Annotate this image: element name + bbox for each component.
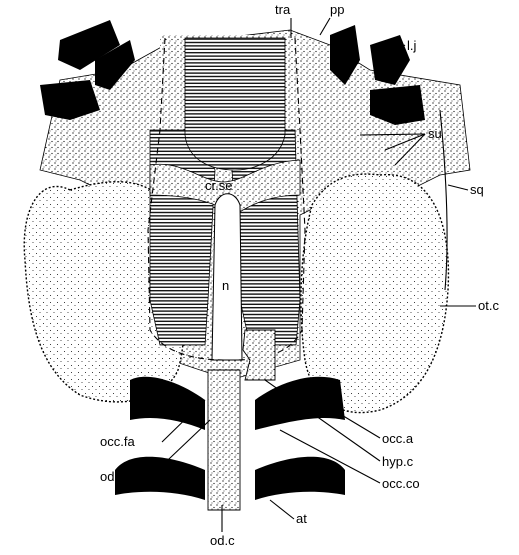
notochord — [212, 194, 242, 360]
label-at: at — [296, 511, 307, 526]
label-pp: pp — [330, 2, 344, 17]
label-odco: od.co — [100, 469, 132, 484]
label-n: n — [222, 278, 229, 293]
hypochordal-element — [243, 330, 275, 380]
leader-at — [270, 500, 294, 519]
label-occfa: occ.fa — [100, 434, 135, 449]
leader-sq — [448, 185, 468, 190]
label-lj: l.j — [407, 38, 417, 53]
odontoid-column — [208, 370, 240, 510]
bone-lower-right — [255, 377, 345, 430]
label-odc: od.c — [210, 533, 235, 548]
hatched-element-top — [185, 38, 285, 170]
label-tra: tra — [275, 2, 291, 17]
label-occco: occ.co — [382, 476, 420, 491]
leader-pp — [320, 18, 330, 35]
label-occa: occ.a — [382, 431, 414, 446]
label-hypc: hyp.c — [382, 454, 414, 469]
otic-capsule-right — [301, 174, 448, 412]
label-crse: cr.se — [205, 178, 232, 193]
bone-lower-left — [130, 377, 205, 430]
label-su: su — [428, 126, 442, 141]
label-sq: sq — [470, 182, 484, 197]
label-otc: ot.c — [478, 298, 499, 313]
atlas-right — [255, 457, 345, 500]
